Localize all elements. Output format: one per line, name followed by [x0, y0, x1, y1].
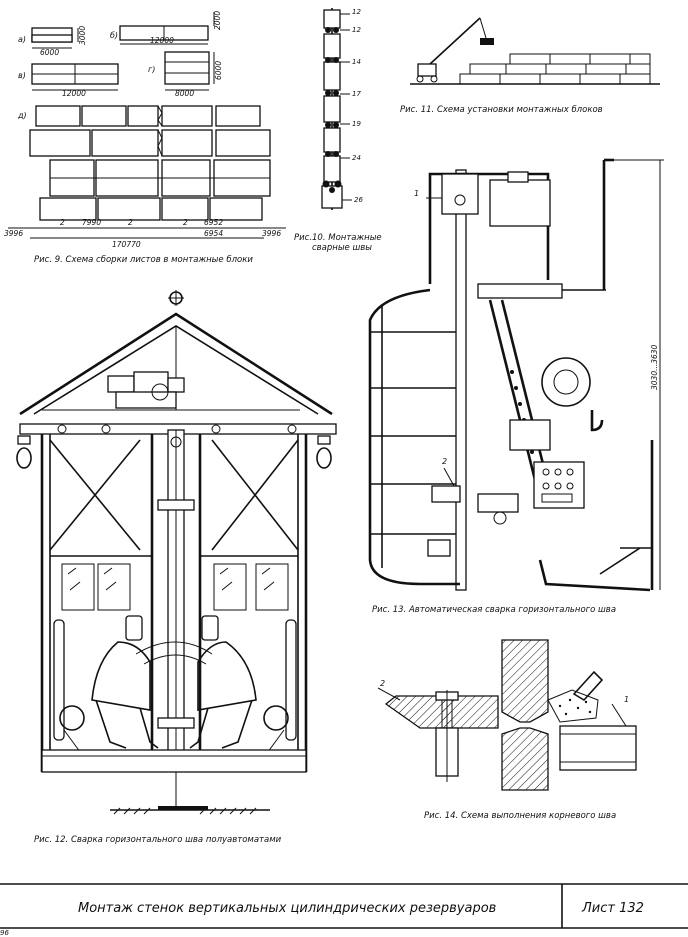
fig9-label-d: д)	[17, 111, 27, 120]
fig9-dim-b-height: 2000	[213, 11, 222, 30]
fig10-thickness-7: 26	[354, 196, 363, 204]
fig9-assembly-scheme: а) 6000 3000 б) 12000 2000 в) 12000 г) 8…	[4, 11, 286, 265]
fig9-label-g: г)	[148, 65, 155, 74]
fig9-dim-b-width: 12000	[150, 36, 174, 45]
fig13-automatic-welding: 1 2 3030...3630 Рис. 13. Автоматическая …	[368, 158, 664, 615]
title-block-sheet: Лист 132	[581, 901, 644, 916]
fig10-caption-line2: сварные швы	[312, 243, 372, 253]
fig9-label-v: в)	[18, 71, 26, 80]
fig10-thickness-1: 12	[352, 8, 361, 16]
fig10-thickness-5: 19	[352, 120, 361, 128]
fig10-thickness-6: 24	[352, 154, 361, 162]
fig10-thickness-2: 12	[352, 26, 361, 34]
fig9-dim-d-total: 170770	[112, 240, 141, 249]
fig9-dim-a-height: 3000	[78, 26, 87, 45]
title-block: Монтаж стенок вертикальных цилиндрически…	[0, 883, 688, 929]
welder-right	[189, 615, 289, 761]
title-block-title: Монтаж стенок вертикальных цилиндрически…	[78, 901, 496, 916]
fig9-sheet-g	[164, 51, 210, 85]
fig14-caption: Рис. 14. Схема выполнения корневого шва	[424, 811, 616, 821]
fig13-caption: Рис. 13. Автоматическая сварка горизонта…	[372, 605, 616, 615]
fig9-dim-d-6952: 6952	[204, 218, 223, 227]
fig14-callout-1: 1	[624, 695, 629, 704]
fig13-callout-2: 2	[442, 457, 447, 466]
fig9-dim-d-gap2: 2	[128, 218, 133, 227]
fig10-caption-line1: Рис.10. Монтажные	[294, 233, 382, 243]
fig9-dim-d-gap1: 2	[60, 218, 65, 227]
fig12-caption: Рис. 12. Сварка горизонтального шва полу…	[34, 835, 282, 845]
fig10-weld-seams: 12 12 14 17 19 24 26 Рис.10. Монтажные с…	[294, 8, 382, 253]
fig9-dim-d-7990: 7990	[82, 218, 101, 227]
fig9-sheet-a2	[31, 34, 73, 43]
page-number: 96	[0, 929, 9, 937]
fig11-block-installation: Рис. 11. Схема установки монтажных блоко…	[400, 17, 660, 115]
fig10-thickness-3: 14	[352, 58, 361, 66]
fig9-block-grid	[29, 105, 271, 221]
fig9-dim-d-left: 3996	[4, 229, 23, 238]
fig10-thickness-4: 17	[352, 90, 361, 98]
fig9-dim-g-width: 8000	[175, 89, 194, 98]
fig9-caption: Рис. 9. Схема сборки листов в монтажные …	[34, 255, 253, 265]
fig9-dim-g-height: 6000	[214, 61, 223, 80]
fig12-welding-cabin: Рис. 12. Сварка горизонтального шва полу…	[16, 290, 337, 845]
fig9-dim-d-gap3: 2	[183, 218, 188, 227]
fig9-label-a: а)	[18, 35, 26, 44]
fig13-callout-1: 1	[414, 189, 419, 198]
fig9-dim-v-width: 12000	[62, 89, 86, 98]
welder-left	[59, 615, 159, 761]
fig9-label-b: б)	[110, 31, 118, 40]
fig9-dim-a-width: 6000	[40, 48, 59, 57]
fig9-dim-d-6954: 6954	[204, 229, 223, 238]
fig13-height-dim: 3030...3630	[650, 344, 659, 390]
fig9-dim-d-right: 3996	[262, 229, 281, 238]
fig14-callout-2: 2	[380, 679, 385, 688]
crane-body	[417, 63, 437, 77]
fig14-root-weld: 2 1 Рис. 14. Схема выполнения корневого …	[377, 639, 637, 821]
fig11-caption: Рис. 11. Схема установки монтажных блоко…	[400, 105, 603, 115]
